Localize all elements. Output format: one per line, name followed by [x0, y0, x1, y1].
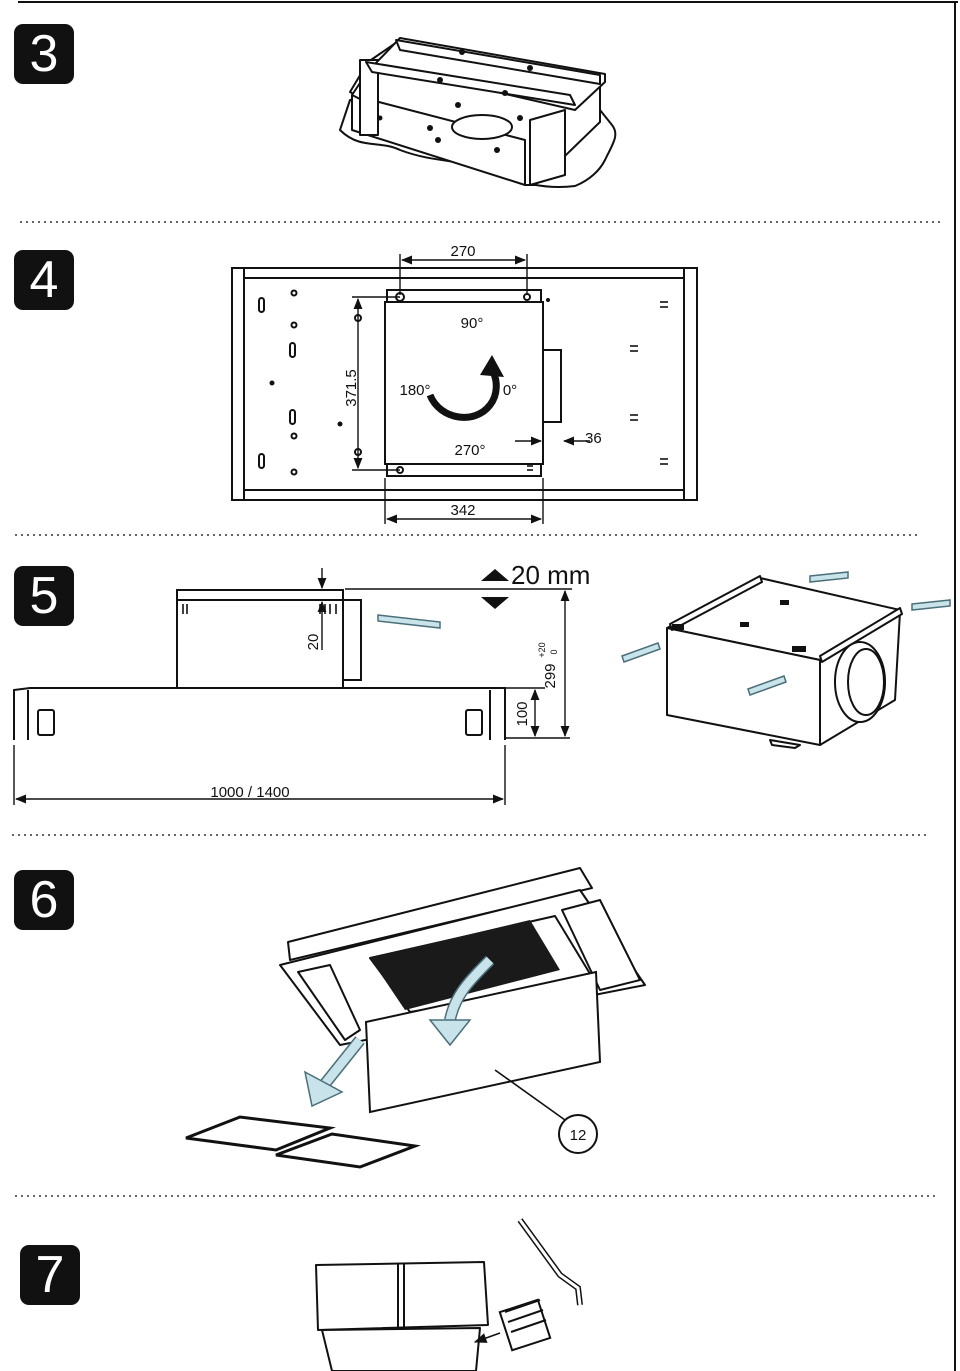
- step-5-box-details: [672, 600, 806, 652]
- rotation-90-label: 90°: [461, 315, 484, 332]
- step-6-badge: 6: [14, 870, 74, 930]
- dim-299-tolerance-plus: +20: [537, 642, 547, 657]
- dim-length: [13, 745, 506, 805]
- grease-filters: [185, 1115, 421, 1169]
- rotation-0-label: 0°: [503, 382, 517, 399]
- step-5-motor-box: [666, 575, 903, 749]
- section-separators: [12, 221, 940, 1197]
- swing-arrow: [445, 956, 494, 1022]
- dim-342-label: 342: [450, 502, 475, 519]
- power-cable-icon: [498, 1218, 583, 1352]
- dim-371-5: [352, 296, 400, 471]
- connector-arrow: [473, 1332, 501, 1343]
- step-4-top-view: [231, 267, 698, 501]
- step-7-badge: 7: [20, 1245, 80, 1305]
- rotation-270-label: 270°: [454, 442, 485, 459]
- clearance-label: 20 mm: [511, 560, 590, 590]
- callout-12-label: 12: [570, 1127, 587, 1144]
- dim-100: [505, 687, 570, 739]
- step-3-badge: 3: [14, 24, 74, 84]
- callout-leader: [494, 1069, 566, 1121]
- dim-299-tolerance-minus: 0: [549, 649, 559, 654]
- dim-100-label: 100: [514, 701, 531, 726]
- clearance-arrows-icon: [481, 569, 509, 609]
- rotation-180-label: 180°: [399, 382, 430, 399]
- remove-arrow: [316, 1037, 364, 1093]
- airflow-arrow-1: [377, 614, 441, 629]
- dim-299: [345, 588, 572, 738]
- dim-342: [384, 478, 544, 524]
- dim-371-5-label: 371.5: [343, 369, 360, 407]
- step-5-badge: 5: [14, 566, 74, 626]
- rotation-arrow-icon: [426, 355, 504, 421]
- dim-299-label: 299: [542, 663, 559, 688]
- step-4-dots: [269, 298, 550, 427]
- step-4-marks: [527, 301, 668, 471]
- step-5-airflow-arrows: [621, 571, 951, 696]
- dim-270: [399, 254, 528, 295]
- step-4-badge: 4: [14, 250, 74, 310]
- dim-20-label: 20: [305, 634, 322, 651]
- dim-length-label: 1000 / 1400: [210, 784, 289, 801]
- filter-mesh: [370, 920, 560, 1010]
- step-3-mounting-frame: [339, 37, 617, 189]
- callout-12-circle: [558, 1114, 598, 1154]
- dim-270-label: 270: [450, 243, 475, 260]
- step-5-side-view: [13, 589, 506, 740]
- filter-panel: [364, 970, 602, 1114]
- dim-36-label: 36: [585, 430, 602, 447]
- step-7-motor-housing: [315, 1261, 489, 1371]
